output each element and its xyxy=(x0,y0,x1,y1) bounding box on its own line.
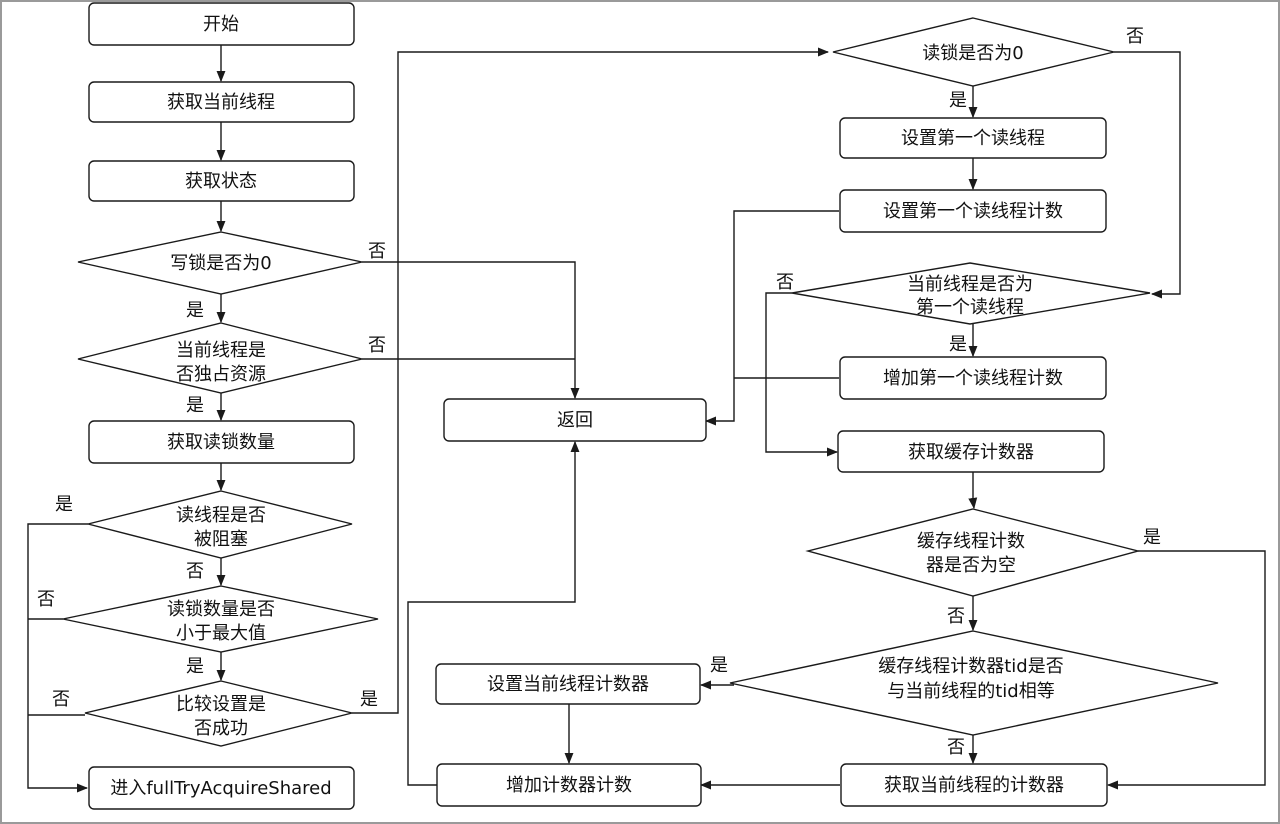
label-blocked-yes: 是 xyxy=(55,494,73,515)
label-lessmax-no: 否 xyxy=(37,589,55,610)
label-readlock-no: 否 xyxy=(1126,26,1144,47)
decision-label-line1: 当前线程是否为 xyxy=(907,274,1033,295)
node-label: 获取缓存计数器 xyxy=(908,442,1034,463)
decision-write-lock-zero: 写锁是否为0 xyxy=(77,231,363,295)
node-get-counter: 获取当前线程的计数器 xyxy=(840,763,1108,807)
decision-label-line2: 小于最大值 xyxy=(176,623,266,644)
node-start: 开始 xyxy=(88,2,355,46)
label-tideq-no: 否 xyxy=(947,737,965,758)
edge-cacheempty-getcounter xyxy=(1106,550,1266,790)
label-writelock-no: 否 xyxy=(368,241,386,262)
node-label: 增加第一个读线程计数 xyxy=(883,368,1063,389)
node-label: 返回 xyxy=(557,410,593,431)
decision-tid-equal: 缓存线程计数器tid是否 与当前线程的tid相等 xyxy=(729,630,1219,736)
node-set-first-count: 设置第一个读线程计数 xyxy=(839,189,1107,233)
edge-isfirst-getcache xyxy=(765,292,839,457)
edge-inccounter-return xyxy=(407,440,580,786)
node-return: 返回 xyxy=(443,398,707,442)
label-blocked-no: 否 xyxy=(186,561,204,582)
node-label: 设置第一个读线程计数 xyxy=(883,201,1063,222)
node-get-thread: 获取当前线程 xyxy=(88,81,355,123)
decision-label-line2: 第一个读线程 xyxy=(916,297,1024,318)
decision-label-line2: 与当前线程的tid相等 xyxy=(887,681,1054,702)
label-exclusive-yes: 是 xyxy=(186,395,204,416)
connectors xyxy=(27,45,1266,793)
decision-is-first-reader: 当前线程是否为 第一个读线程 xyxy=(791,262,1151,325)
label-isfirst-no: 否 xyxy=(776,272,794,293)
decision-read-lock-zero: 读锁是否为0 xyxy=(832,17,1115,87)
decision-less-max: 读锁数量是否 小于最大值 xyxy=(62,585,379,653)
node-label: 获取读锁数量 xyxy=(167,432,275,453)
node-full-try-acquire-shared: 进入fullTryAcquireShared xyxy=(88,766,355,810)
decision-label: 写锁是否为0 xyxy=(170,253,271,274)
label-cacheempty-no: 否 xyxy=(947,606,965,627)
edge-readlock-isfirst xyxy=(1114,51,1181,299)
decision-blocked: 读线程是否 被阻塞 xyxy=(87,490,353,559)
node-label: 设置当前线程计数器 xyxy=(487,674,649,695)
node-inc-counter: 增加计数器计数 xyxy=(436,763,702,807)
node-inc-first-count: 增加第一个读线程计数 xyxy=(839,356,1107,400)
decision-label-line1: 缓存线程计数 xyxy=(917,531,1025,552)
node-label: 获取当前线程 xyxy=(167,92,275,113)
decision-label-line2: 否独占资源 xyxy=(176,364,266,385)
decision-label-line1: 读锁数量是否 xyxy=(167,599,275,620)
node-set-first-reader: 设置第一个读线程 xyxy=(839,117,1107,159)
decision-label: 读锁是否为0 xyxy=(922,43,1023,64)
label-readlock-yes: 是 xyxy=(949,90,967,111)
decision-label-line2: 否成功 xyxy=(194,718,248,739)
label-tideq-yes: 是 xyxy=(710,655,728,676)
node-label: 增加计数器计数 xyxy=(506,775,632,796)
label-cas-no: 否 xyxy=(52,689,70,710)
decision-exclusive: 当前线程是 否独占资源 xyxy=(77,322,363,394)
label-lessmax-yes: 是 xyxy=(186,656,204,677)
node-label: 获取当前线程的计数器 xyxy=(884,775,1064,796)
decision-label-line1: 当前线程是 xyxy=(176,340,266,361)
nodes: 开始 获取当前线程 获取状态 写锁是否为0 当前线程是 否独占资源 获取读锁数量… xyxy=(62,2,1219,810)
edge-cas-readlockzero xyxy=(352,47,830,714)
edge-blocked-fulltry xyxy=(27,523,89,793)
label-isfirst-yes: 是 xyxy=(949,334,967,355)
edge-writelock-return xyxy=(362,261,580,400)
label-cas-yes: 是 xyxy=(360,689,378,710)
edge-getcache-cacheempty xyxy=(968,472,978,510)
node-label: 获取状态 xyxy=(185,171,257,192)
decision-label-line2: 器是否为空 xyxy=(926,555,1016,576)
label-cacheempty-yes: 是 xyxy=(1143,527,1161,548)
edge-labels: 否 是 否 是 是 否 否 是 否 是 否 是 否 是 是 否 是 否 xyxy=(37,26,1161,758)
decision-label-line1: 读线程是否 xyxy=(176,505,266,526)
node-label: 进入fullTryAcquireShared xyxy=(110,778,331,799)
node-set-counter: 设置当前线程计数器 xyxy=(435,663,701,705)
node-get-state: 获取状态 xyxy=(88,160,355,202)
decision-cas: 比较设置是 否成功 xyxy=(84,680,353,747)
decision-label-line1: 比较设置是 xyxy=(176,694,266,715)
node-label: 设置第一个读线程 xyxy=(901,128,1045,149)
decision-cache-empty: 缓存线程计数 器是否为空 xyxy=(805,508,1141,597)
node-label: 开始 xyxy=(203,14,239,35)
label-writelock-yes: 是 xyxy=(186,300,204,321)
edge-setcount-return xyxy=(704,210,839,426)
decision-label-line1: 缓存线程计数器tid是否 xyxy=(878,656,1063,677)
label-exclusive-no: 否 xyxy=(368,335,386,356)
node-get-cache: 获取缓存计数器 xyxy=(837,430,1105,473)
node-get-read-count: 获取读锁数量 xyxy=(88,420,355,464)
decision-label-line2: 被阻塞 xyxy=(194,529,248,550)
